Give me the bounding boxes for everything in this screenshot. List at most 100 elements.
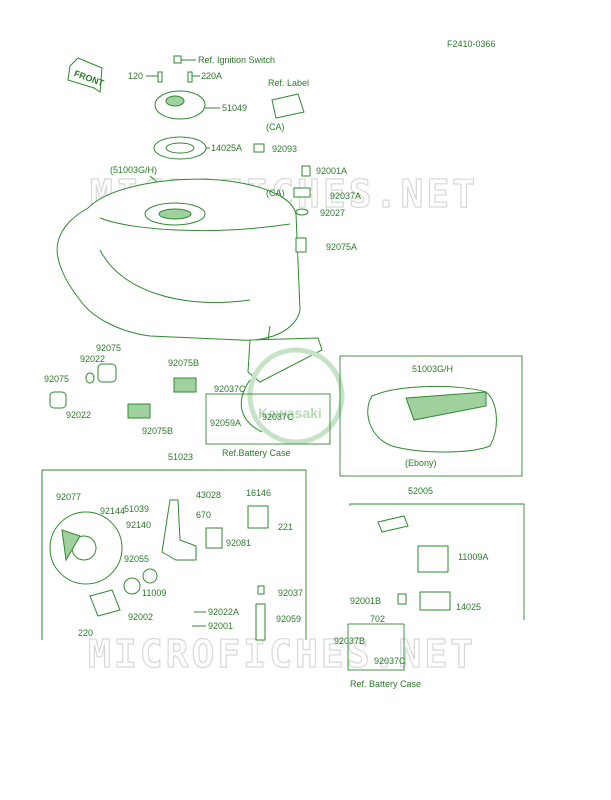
label-ref-label: Ref. Label	[268, 78, 309, 88]
label-92037c-3: 92037C	[374, 656, 406, 666]
tank-side-line	[99, 249, 251, 303]
label-220a: 220A	[201, 71, 222, 81]
cap-lock-icon	[165, 95, 185, 107]
label-ebony: (Ebony)	[405, 458, 437, 468]
label-120: 120	[128, 71, 143, 81]
damper-92075b-1-icon	[173, 377, 197, 393]
valve-11009a-icon	[417, 545, 449, 573]
bolt-92001a-icon	[301, 165, 311, 177]
logo-text: Kawasaki	[258, 405, 322, 421]
ignition-bolt-icon	[173, 55, 182, 64]
label-220: 220	[78, 628, 93, 638]
label-92093: 92093	[272, 144, 297, 154]
front-arrow-icon: FRONT	[67, 57, 106, 93]
plate-43028-icon	[205, 527, 223, 549]
label-92022-2: 92022	[66, 410, 91, 420]
hose-92059-icon	[255, 603, 266, 641]
label-51023: 51023	[168, 452, 193, 462]
label-92037c-2: 92037C	[262, 412, 294, 422]
ref-battery-box-1	[205, 393, 331, 445]
nut-92093-icon	[253, 143, 265, 153]
label-ref-battery-1: Ref.Battery Case	[222, 448, 291, 458]
label-52005: 52005	[408, 486, 433, 496]
fuel-tap-51023-icon	[161, 499, 197, 561]
label-92037: 92037	[278, 588, 303, 598]
label-51049: 51049	[222, 103, 247, 113]
damper-92075b-2-icon	[127, 403, 151, 419]
label-14025: 14025	[456, 602, 481, 612]
ebony-tank-body	[367, 385, 497, 453]
label-92037a: 92037A	[330, 191, 361, 201]
label-51039: 51039	[124, 504, 149, 514]
label-92077: 92077	[56, 492, 81, 502]
figure-code: F2410-0366	[447, 39, 496, 49]
ebony-tank-stripe	[405, 391, 487, 421]
bolt-120-icon	[157, 71, 163, 83]
damper-92075a-icon	[295, 237, 307, 253]
label-92081: 92081	[226, 538, 251, 548]
label-92075-2: 92075	[44, 374, 69, 384]
label-221: 221	[278, 522, 293, 532]
clamp-92037-icon	[257, 585, 265, 595]
ref-battery-box-2	[347, 623, 405, 671]
filter-92077-icon	[49, 511, 123, 585]
label-92022a: 92022A	[208, 607, 239, 617]
label-16146: 16146	[246, 488, 271, 498]
label-51003gh-paren: (51003G/H)	[110, 165, 157, 175]
tank-drain-line	[267, 325, 271, 341]
label-92140: 92140	[126, 520, 151, 530]
label-92037b: 92037B	[334, 636, 365, 646]
kawasaki-logo: Kawasaki	[247, 347, 345, 445]
label-11009a: 11009A	[458, 552, 488, 562]
label-14025a: 14025A	[211, 143, 242, 153]
washer-92027-icon	[295, 208, 309, 216]
breather-hose-icon	[240, 379, 263, 433]
ebony-tank-box	[339, 355, 523, 477]
damper-92075-1-icon	[97, 363, 117, 383]
fuel-cap-assembly	[153, 55, 207, 160]
label-43028: 43028	[196, 490, 221, 500]
label-670: 670	[196, 510, 211, 520]
label-92027: 92027	[320, 208, 345, 218]
bolt-92001b-icon	[397, 593, 407, 605]
label-92059: 92059	[276, 614, 301, 624]
label-ca-1: (CA)	[266, 122, 285, 132]
label-ref-ignition: Ref. Ignition Switch	[198, 55, 275, 65]
label-92075b-2: 92075B	[142, 426, 173, 436]
oring-92055-icon	[123, 577, 141, 595]
label-92037c-1: 92037C	[214, 384, 246, 394]
label-92075b-1: 92075B	[168, 358, 199, 368]
plate-220-icon	[89, 589, 121, 617]
label-92001b: 92001B	[350, 596, 381, 606]
pad-52005-icon	[377, 515, 409, 533]
label-92001a: 92001A	[316, 166, 347, 176]
label-92059a: 92059A	[210, 418, 241, 428]
watermark-bottom: MICROFICHES.NET	[88, 632, 476, 676]
label-51003gh: 51003G/H	[412, 364, 453, 374]
label-ca-2: (CA)	[266, 188, 285, 198]
bolt-220a-icon	[187, 71, 193, 83]
decal-label-icon	[271, 93, 305, 119]
label-92075-1: 92075	[96, 343, 121, 353]
clamp-92037a-icon	[293, 187, 311, 198]
gasket-11009-icon	[142, 568, 158, 584]
label-92002: 92002	[128, 612, 153, 622]
label-92144: 92144	[100, 506, 125, 516]
label-11009: 11009	[142, 588, 166, 598]
tank-crease-line	[99, 217, 291, 232]
diaphragm-16146-icon	[247, 505, 269, 529]
group-52005-line	[349, 503, 525, 620]
tank-filler-neck-icon	[158, 208, 192, 220]
gasket-inner-icon	[165, 142, 195, 154]
tank-bracket-icon	[247, 337, 323, 383]
label-92075a: 92075A	[326, 242, 357, 252]
washer-92022-1-icon	[85, 372, 95, 384]
label-92001: 92001	[208, 621, 233, 631]
label-92022-1: 92022	[80, 354, 105, 364]
label-702: 702	[370, 614, 385, 624]
label-ref-battery-2: Ref. Battery Case	[350, 679, 421, 689]
valve-body-14025-icon	[419, 591, 451, 611]
label-92055: 92055	[124, 554, 149, 564]
